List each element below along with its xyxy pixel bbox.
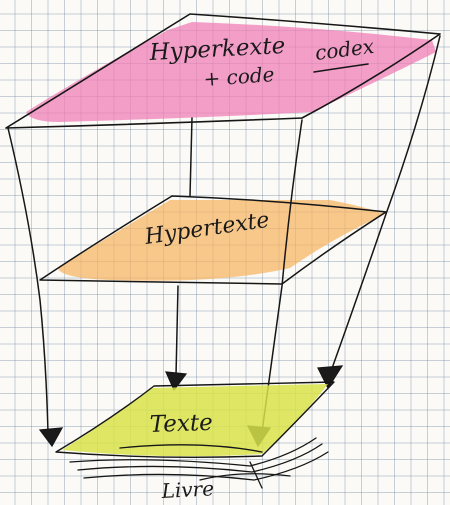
top-layer-outline xyxy=(5,13,441,129)
bottom-layer-label: Texte xyxy=(149,410,213,438)
book-spine xyxy=(249,461,263,489)
arrowhead-left xyxy=(38,427,64,448)
right-outer-connector xyxy=(329,35,441,375)
book-page-line-4 xyxy=(119,444,263,453)
bottom-layer-fill xyxy=(62,384,328,457)
book-page-line-1 xyxy=(69,437,317,467)
book-sketch xyxy=(69,437,329,489)
top-layer-fill xyxy=(26,22,436,122)
middle-layer-fill xyxy=(58,200,385,281)
book-label: Livre xyxy=(160,476,215,503)
book-page-line-3 xyxy=(83,451,329,481)
bottom-layer-outline xyxy=(55,381,335,459)
middle-layer: Hypertexte xyxy=(39,195,387,285)
center-connector-top xyxy=(189,117,193,197)
arrowhead-center xyxy=(165,371,188,392)
middle-layer-outline xyxy=(39,195,387,285)
book-page-line-2 xyxy=(77,443,323,473)
left-connector xyxy=(7,127,49,433)
codex-underline xyxy=(313,63,369,73)
bottom-layer: Texte xyxy=(55,381,335,459)
top-layer: Hyperkexte codex + code xyxy=(5,13,441,129)
center-connector-bottom xyxy=(175,285,179,377)
top-layer-subtitle: + code xyxy=(203,62,276,91)
book-page-line-5 xyxy=(199,473,291,481)
arrowhead-far-right xyxy=(317,365,344,390)
